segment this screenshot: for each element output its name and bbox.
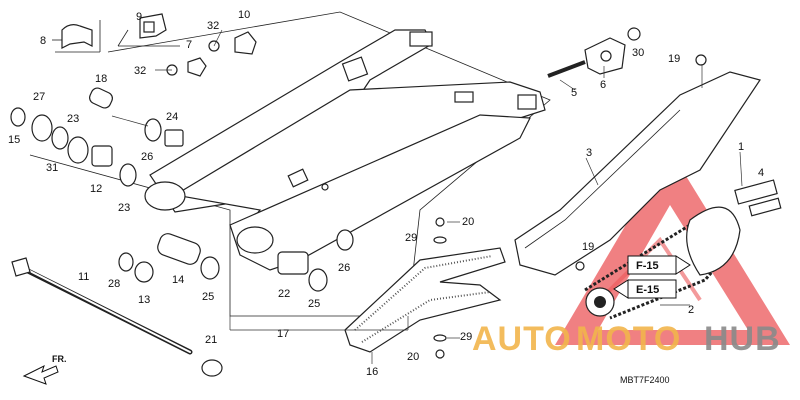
callout-7: 7 — [186, 39, 192, 51]
ref-e15: E-15 — [636, 284, 659, 296]
callout-5: 5 — [571, 87, 577, 99]
swingarm-group-outline — [29, 11, 551, 317]
chain-case — [514, 71, 761, 276]
chain-joint — [734, 179, 782, 217]
callout-30: 30 — [632, 47, 644, 59]
arrow-icon — [22, 365, 59, 385]
diagram-code: MBT7F2400 — [620, 375, 670, 385]
callout-13: 13 — [138, 294, 150, 306]
chain-adjuster — [547, 27, 641, 78]
callout-10: 10 — [238, 9, 250, 21]
callout-27: 27 — [33, 91, 45, 103]
bolt-19-top — [695, 54, 707, 66]
right-bearing-set — [118, 229, 354, 292]
callout-20-upper: 20 — [462, 216, 474, 228]
pivot-bolt — [11, 257, 193, 355]
watermark-logo — [555, 150, 790, 345]
callout-23-lower: 23 — [118, 202, 130, 214]
bolt-20-upper — [435, 217, 445, 227]
callout-25-left: 25 — [202, 291, 214, 303]
drive-chain — [584, 206, 741, 320]
callout-9: 9 — [136, 11, 142, 23]
callout-26-lower: 26 — [338, 262, 350, 274]
callout-18: 18 — [95, 73, 107, 85]
front-direction-indicator: FR. — [22, 354, 67, 385]
bolt-19-lower — [575, 261, 585, 271]
watermark-part-3: HUB — [704, 320, 781, 358]
callout-24: 24 — [166, 111, 178, 123]
callout-26-upper: 26 — [141, 151, 153, 163]
ref-box-e15: E-15 — [613, 279, 677, 299]
callout-21: 21 — [205, 334, 217, 346]
callout-1: 1 — [738, 141, 744, 153]
washer-29-lower — [433, 334, 447, 342]
leader-lines — [111, 29, 743, 364]
callout-22: 22 — [278, 288, 290, 300]
swingarm — [144, 29, 546, 271]
watermark-part-1: AUTO — [472, 320, 572, 358]
callout-4: 4 — [758, 167, 764, 179]
callout-6: 6 — [600, 79, 606, 91]
callout-32-upper: 32 — [207, 20, 219, 32]
washer-29-upper — [433, 236, 447, 244]
callout-8: 8 — [40, 35, 46, 47]
callout-29-lower: 29 — [460, 331, 472, 343]
chain-slider — [344, 247, 506, 353]
front-label: FR. — [52, 354, 67, 364]
callout-15: 15 — [8, 134, 20, 146]
callout-20-lower: 20 — [407, 351, 419, 363]
callout-14: 14 — [172, 274, 184, 286]
callout-32-lower: 32 — [134, 65, 146, 77]
callout-28: 28 — [108, 278, 120, 290]
pivot-nut — [201, 359, 223, 377]
callout-29-upper: 29 — [405, 232, 417, 244]
left-bearing-set — [10, 87, 184, 187]
callout-12: 12 — [90, 183, 102, 195]
watermark-part-2: MOTO — [576, 320, 681, 358]
callout-19-top: 19 — [668, 53, 680, 65]
callout-11: 11 — [78, 271, 89, 283]
callout-17: 17 — [277, 328, 289, 340]
watermark-triangle — [555, 150, 790, 345]
callout-25-right: 25 — [308, 298, 320, 310]
callout-16: 16 — [366, 366, 378, 378]
group-box-8 — [52, 20, 101, 53]
bolt-20-lower — [435, 349, 445, 359]
watermark-text: AUTO MOTO HUB — [472, 320, 781, 358]
callout-2: 2 — [688, 304, 694, 316]
callout-labels: 1 2 3 4 5 6 7 8 9 10 11 12 13 14 15 16 1… — [8, 9, 764, 378]
ref-f15: F-15 — [636, 260, 659, 272]
callout-31: 31 — [46, 162, 58, 174]
group-box-9 — [117, 13, 180, 47]
callout-23-upper: 23 — [67, 113, 79, 125]
ref-box-f15: F-15 — [627, 255, 691, 275]
callout-19-lower: 19 — [582, 241, 594, 253]
upper-hardware — [166, 31, 257, 77]
callout-3: 3 — [586, 147, 592, 159]
